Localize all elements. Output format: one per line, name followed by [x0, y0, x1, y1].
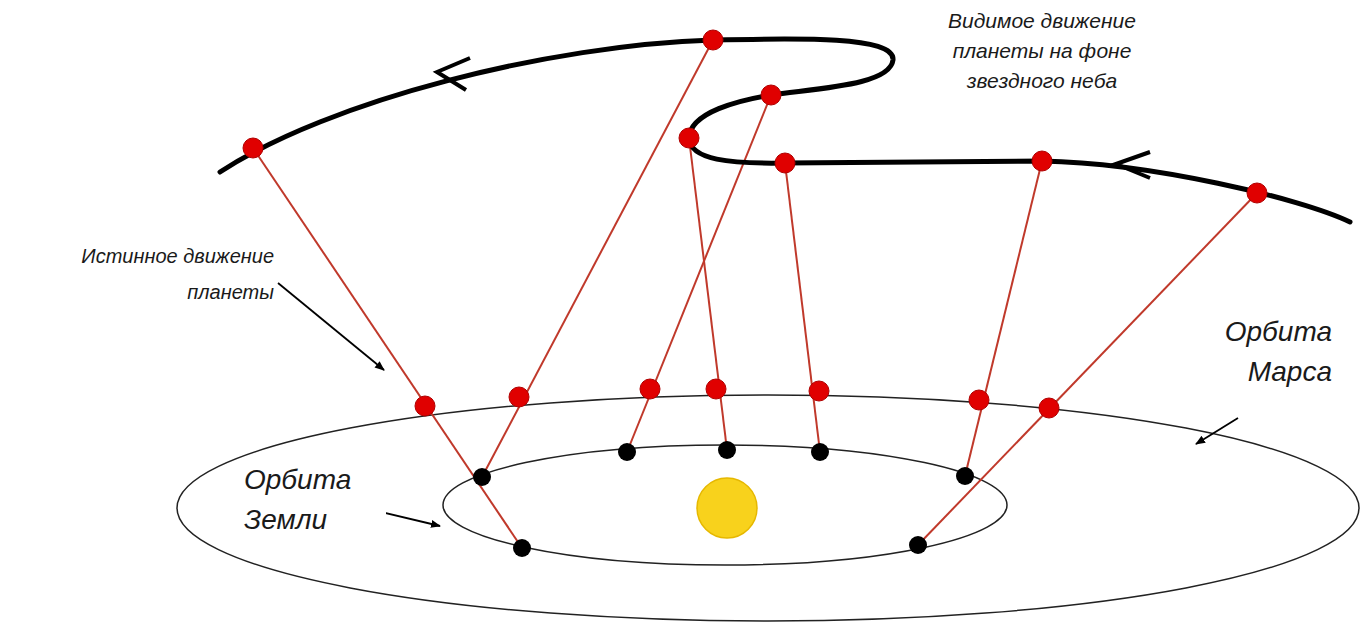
- sight-lines: [253, 40, 1257, 548]
- earth-positions: [473, 441, 974, 557]
- annotation-label: Орбита Земли: [242, 460, 386, 540]
- annotation-label: Орбита Марса: [1172, 312, 1334, 392]
- apparent-path: [220, 39, 1350, 222]
- mars-orbit: [177, 395, 1359, 621]
- mars-positions: [415, 379, 1059, 418]
- leader-arrow: [278, 283, 384, 370]
- annotation-label: Видимое движение планеты на фоне звездно…: [922, 6, 1162, 96]
- path-arrowhead: [437, 58, 470, 90]
- leader-arrow: [1196, 418, 1238, 444]
- path-arrowhead: [1116, 152, 1150, 178]
- earth-orbit: [443, 445, 1007, 565]
- sun: [697, 478, 757, 538]
- annotation-label: Истинное движение планеты: [8, 238, 276, 310]
